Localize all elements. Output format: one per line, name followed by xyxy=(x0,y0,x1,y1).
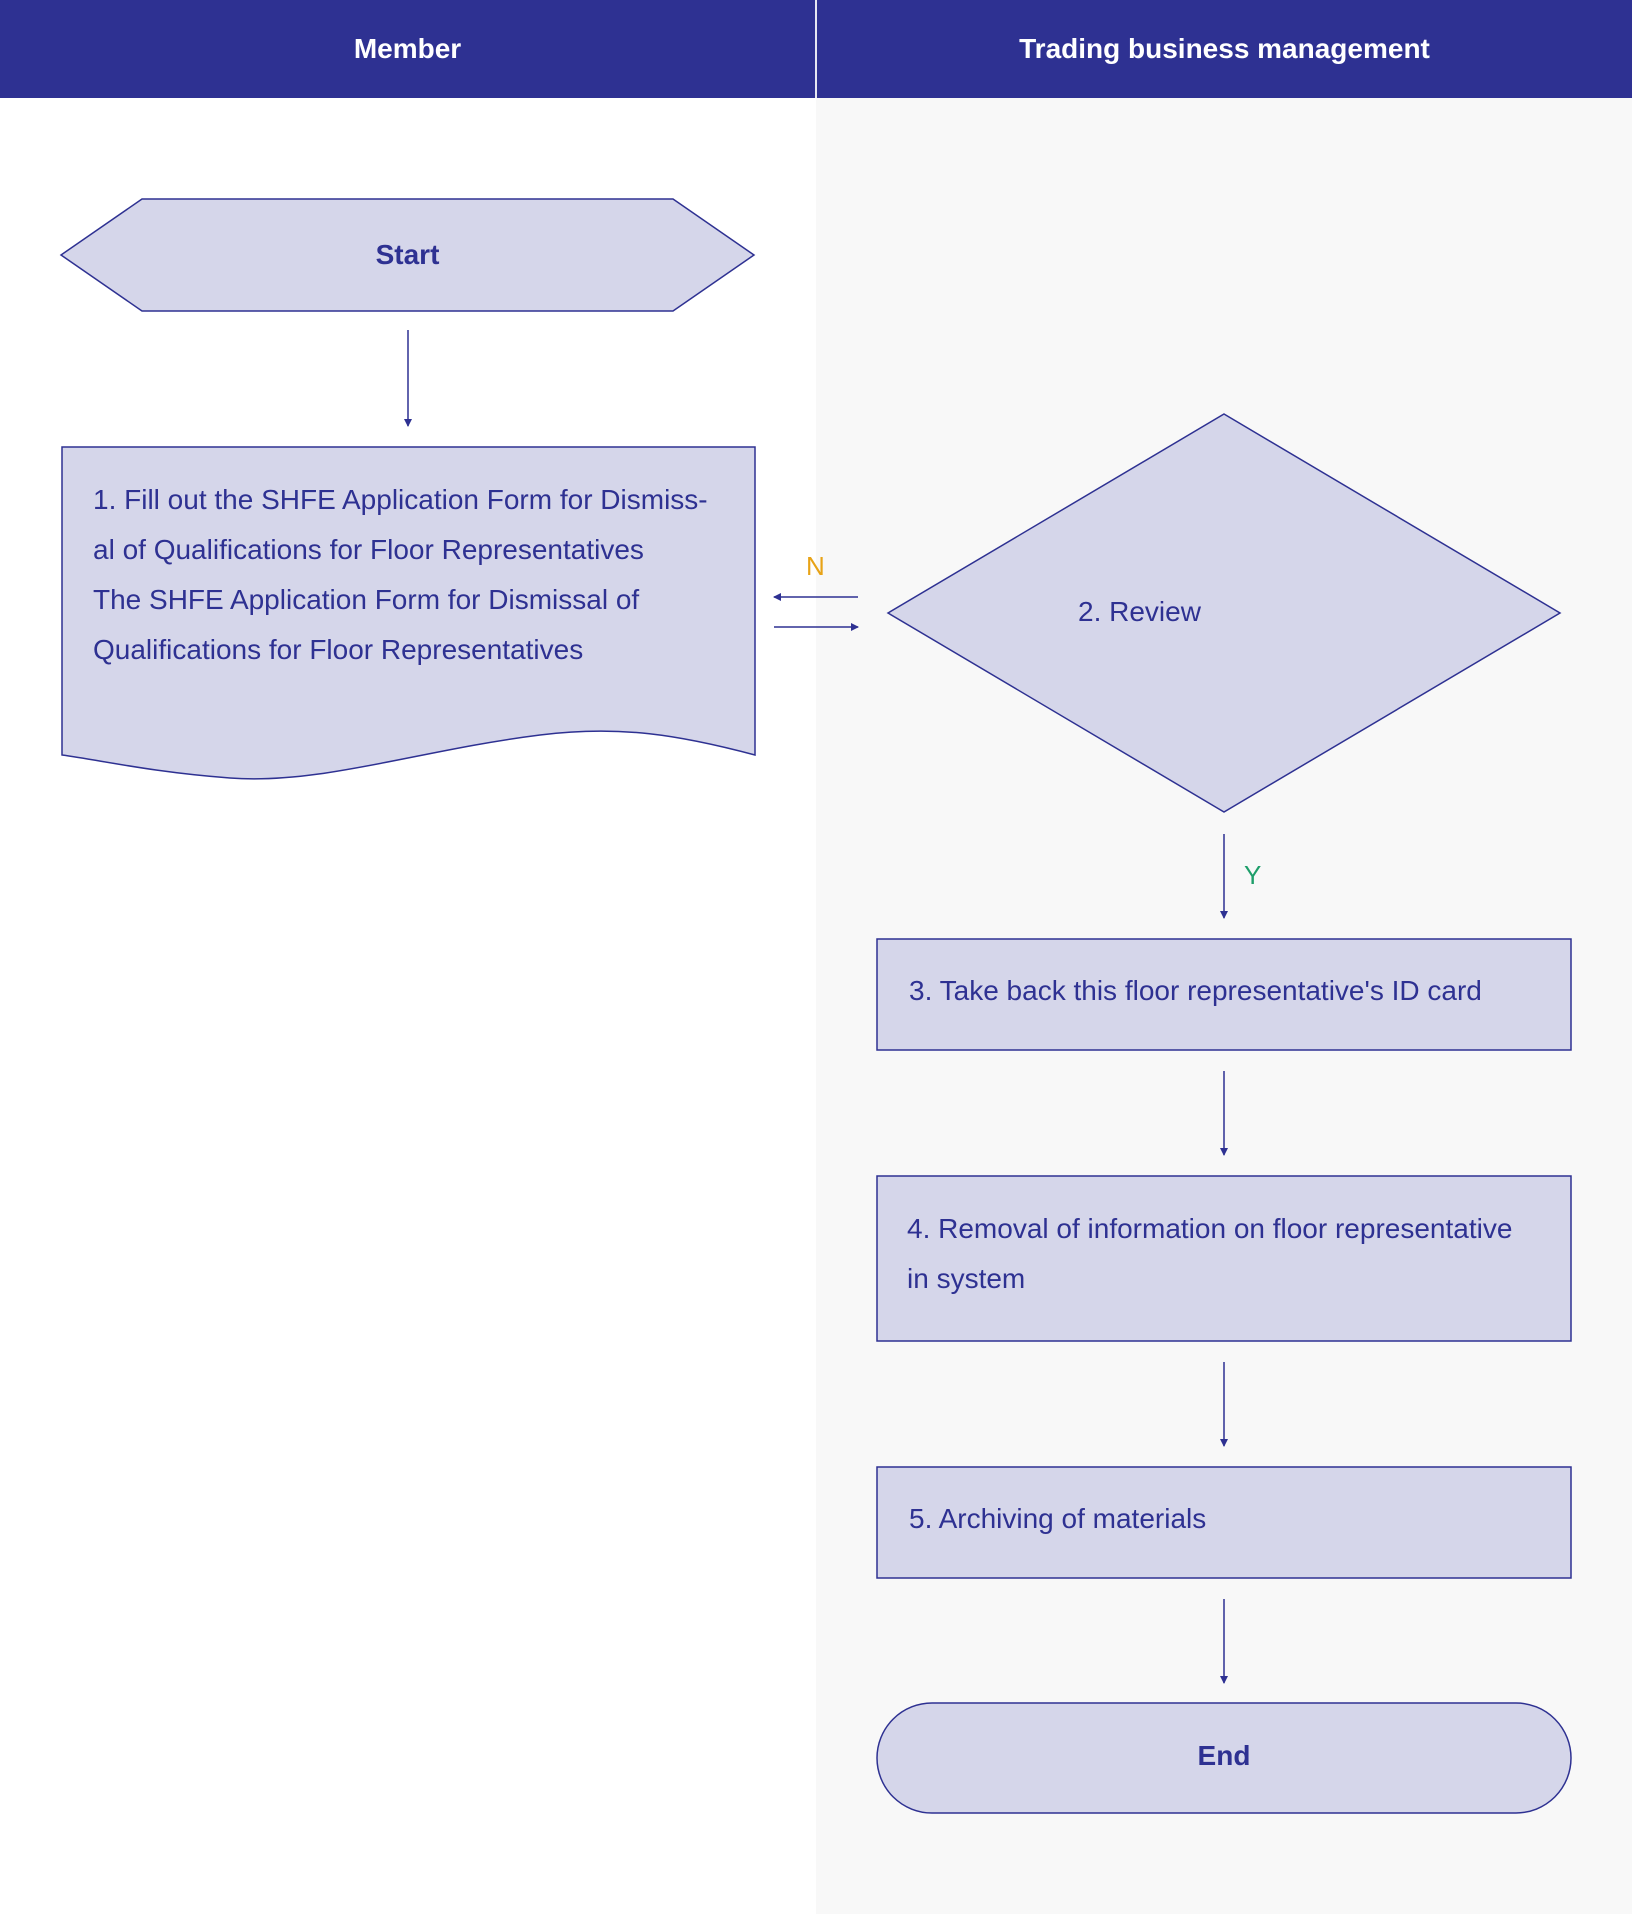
step1-document-shape xyxy=(61,446,756,780)
step4-line: in system xyxy=(907,1263,1026,1294)
trading-lane-header: Trading business management xyxy=(817,0,1632,98)
review-decision-shape xyxy=(886,413,1562,813)
member-lane-header: Member xyxy=(0,0,815,98)
step1-line: al of Qualifications for Floor Represent… xyxy=(93,534,644,565)
review-node-label: 2. Review xyxy=(1078,596,1201,627)
step5-process-shape xyxy=(876,1466,1572,1579)
end-node-label: End xyxy=(1197,1740,1251,1771)
start-node-shape xyxy=(59,198,756,312)
lane-divider xyxy=(815,0,817,98)
step3-process-shape xyxy=(876,938,1572,1051)
step4-process-shape xyxy=(876,1175,1572,1342)
no-edge-label: N xyxy=(806,551,825,581)
step4-node-text: 4. Removal of information on floor repre… xyxy=(907,1204,1557,1304)
step1-line: The SHFE Application Form for Dismissal … xyxy=(93,584,640,615)
step3-node-label: 3. Take back this floor representative's… xyxy=(909,975,1482,1006)
step1-node-text: 1. Fill out the SHFE Application Form fo… xyxy=(93,475,743,675)
end-node-shape xyxy=(876,1702,1572,1814)
step1-line: Qualifications for Floor Representatives xyxy=(93,634,584,665)
step4-line: 4. Removal of information on floor repre… xyxy=(907,1213,1513,1244)
step5-node-label: 5. Archiving of materials xyxy=(909,1503,1207,1534)
yes-edge-label: Y xyxy=(1244,860,1262,890)
step1-line: 1. Fill out the SHFE Application Form fo… xyxy=(93,484,708,515)
start-node-label: Start xyxy=(375,239,440,270)
